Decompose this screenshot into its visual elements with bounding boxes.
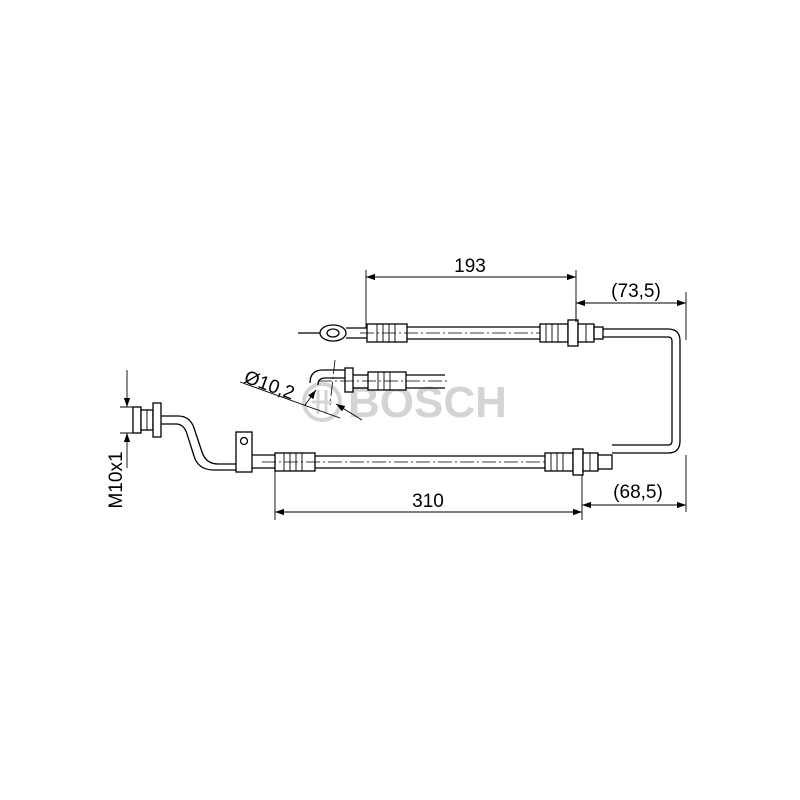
dimension-73-5: (73,5) bbox=[575, 281, 687, 340]
dimension-thread-m10x1: M10x1 bbox=[106, 370, 137, 509]
dimension-193: 193 bbox=[365, 256, 577, 328]
dimension-label-193: 193 bbox=[454, 256, 486, 277]
dimension-label-thread: M10x1 bbox=[106, 451, 127, 508]
hose-end-detail-view bbox=[309, 359, 448, 406]
dimension-label-73-5: (73,5) bbox=[611, 281, 661, 302]
dimension-310: 310 bbox=[274, 471, 583, 520]
lower-hex-fitting bbox=[572, 448, 613, 476]
upper-right-crimp-collar bbox=[539, 323, 569, 343]
upper-hex-fitting bbox=[567, 319, 604, 347]
dimension-diameter-10-2: Ø10,2 bbox=[239, 367, 363, 421]
banjo-eye-fitting bbox=[319, 324, 367, 342]
mounting-bracket bbox=[235, 431, 253, 473]
dimension-label-68-5: (68,5) bbox=[613, 482, 663, 503]
dimension-label-diameter: Ø10,2 bbox=[241, 367, 297, 404]
m10-threaded-fitting bbox=[132, 402, 162, 438]
bosch-logo-icon bbox=[302, 382, 342, 422]
dimension-label-310: 310 bbox=[412, 491, 444, 512]
upper-hose-assembly bbox=[298, 319, 681, 454]
lower-right-crimp-collar bbox=[544, 452, 574, 472]
dimension-68-5: (68,5) bbox=[582, 455, 687, 512]
lower-hose-assembly bbox=[132, 402, 613, 476]
